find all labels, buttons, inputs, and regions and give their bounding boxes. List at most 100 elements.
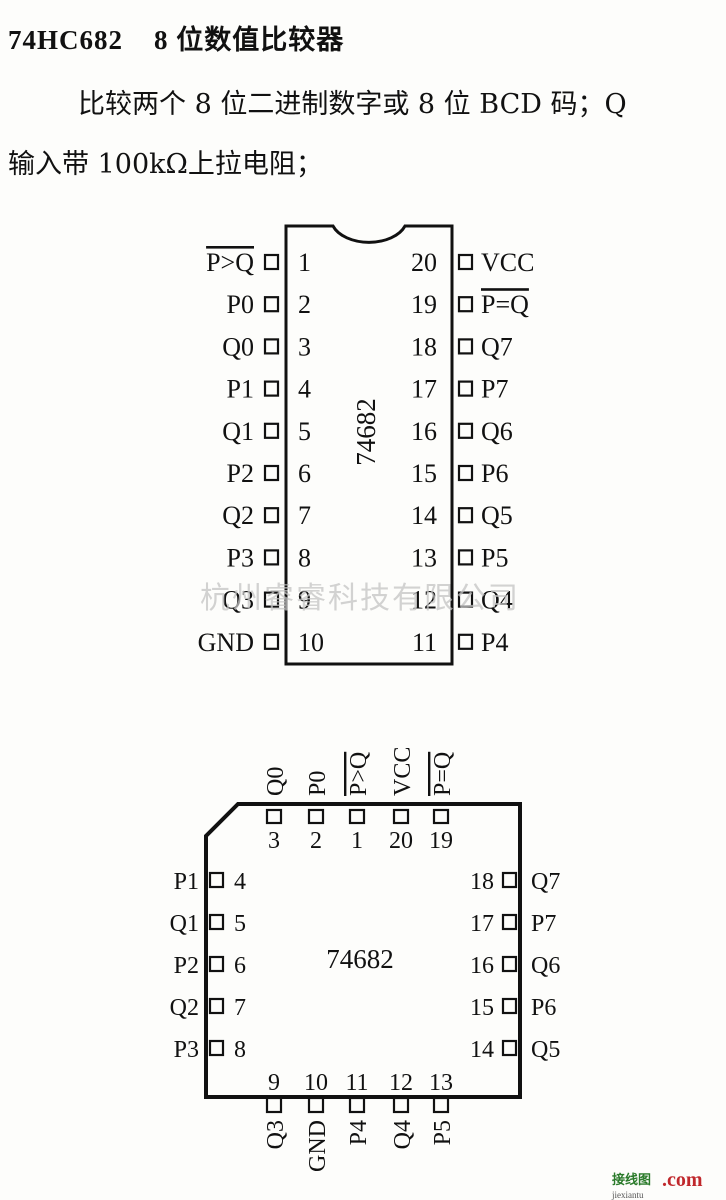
plcc-pin-number: 10 <box>304 1070 328 1096</box>
plcc-pin-label: Q2 <box>170 995 199 1021</box>
plcc-pin-label: P0 <box>305 771 331 796</box>
plcc-pin-label: P=Q <box>430 752 456 796</box>
plcc-pin-number: 11 <box>345 1070 368 1096</box>
plcc-pin-label: VCC <box>390 747 416 796</box>
dip-pin-pad <box>263 591 280 608</box>
plcc-pin-label: Q0 <box>263 767 289 796</box>
dip-pin-number: 6 <box>298 459 311 488</box>
plcc-pin-number: 2 <box>310 828 322 854</box>
dip-pin-number: 8 <box>298 543 311 572</box>
watermark-text: 杭州睿睿科技有限公司 <box>200 582 520 615</box>
dip-pin-label: P7 <box>481 375 508 404</box>
dip-pin-pad <box>263 633 280 650</box>
dip-pin-label: Q5 <box>481 501 513 530</box>
plcc-pin-label: Q5 <box>531 1037 560 1063</box>
dip-pin-pad <box>457 549 474 566</box>
dip-pin-pad <box>457 380 474 397</box>
dip-pin-label: Q4 <box>481 586 513 615</box>
dip-pin-pad <box>457 338 474 355</box>
plcc-pin-pad <box>208 997 225 1015</box>
plcc-pin-label: Q7 <box>531 869 560 895</box>
plcc-pin-number: 12 <box>389 1070 413 1096</box>
plcc-pin-pad <box>307 808 325 825</box>
dip-pin-label: Q1 <box>222 417 254 446</box>
dip-pin-pad <box>263 549 280 566</box>
plcc-pin-label: P4 <box>346 1120 372 1145</box>
plcc-pin-number: 5 <box>234 911 246 937</box>
dip-pin-label: P0 <box>227 290 254 319</box>
logo-url: jiexiantu <box>611 1190 644 1200</box>
dip-pin-pad <box>263 296 280 313</box>
plcc-pin-pad <box>432 1096 450 1114</box>
plcc-pin-label: Q3 <box>263 1120 289 1149</box>
dip-pin-pad <box>457 591 474 608</box>
dip-pin-number: 5 <box>298 417 311 446</box>
dip-part-number: 74682 <box>351 398 381 466</box>
dip-pin-label: Q6 <box>481 417 513 446</box>
plcc-pin-pad <box>501 997 518 1015</box>
dip-pin-pad <box>263 422 280 439</box>
plcc-pin-pad <box>208 913 225 931</box>
plcc-pin-label: P1 <box>174 869 199 895</box>
dip-pin-pad <box>263 464 280 482</box>
logo-text: 接线图 <box>612 1172 651 1187</box>
plcc-pin-pad <box>501 1039 518 1057</box>
dip-pin-pad <box>263 253 280 271</box>
plcc-pin-pad <box>392 808 410 825</box>
plcc-pin-number: 14 <box>470 1037 494 1063</box>
dip-pin-label: P=Q <box>481 290 529 319</box>
plcc-pin-number: 6 <box>234 953 246 979</box>
plcc-pin-pad <box>348 1096 366 1114</box>
plcc-pin-label: P2 <box>174 953 199 979</box>
plcc-pin-number: 15 <box>470 995 494 1021</box>
plcc-pin-label: Q1 <box>170 911 199 937</box>
dip-pin-label: Q2 <box>222 501 254 530</box>
plcc-pin-label: P7 <box>531 911 556 937</box>
dip-pin-label: P5 <box>481 543 508 572</box>
dip-pin-pad <box>457 464 474 482</box>
plcc-pin-number: 7 <box>234 995 246 1021</box>
plcc-pin-label: P>Q <box>346 752 372 796</box>
dip-pin-label: VCC <box>481 248 534 277</box>
dip-pin-number: 10 <box>298 628 324 657</box>
plcc-pin-pad <box>432 808 450 825</box>
plcc-pin-number: 13 <box>429 1070 453 1096</box>
page-title: 74HC682 8 位数值比较器 <box>8 25 345 55</box>
dip-pin-label: P1 <box>227 375 254 404</box>
dip-pin-number: 7 <box>298 501 311 530</box>
plcc-pin-number: 4 <box>234 869 246 895</box>
dip-pin-label: P6 <box>481 459 508 488</box>
dip-pin-number: 4 <box>298 375 311 404</box>
dip-pin-pad <box>457 253 474 271</box>
dip-pin-pad <box>457 633 474 650</box>
plcc-pin-pad <box>307 1096 325 1114</box>
dip-pin-number: 18 <box>411 332 437 361</box>
dip-pin-number: 11 <box>412 628 437 657</box>
plcc-pin-pad <box>208 955 225 973</box>
plcc-pin-pad <box>265 1096 283 1114</box>
dip-pin-number: 2 <box>298 290 311 319</box>
plcc-pin-label: P3 <box>174 1037 199 1063</box>
plcc-pin-label: GND <box>305 1120 331 1172</box>
plcc-pin-pad <box>501 871 518 889</box>
dip-pin-label: P2 <box>227 459 254 488</box>
dip-pin-number: 13 <box>411 543 437 572</box>
dip-pin-label: Q3 <box>222 586 254 615</box>
plcc-pin-number: 18 <box>470 869 494 895</box>
site-logo: 接线图 .com jiexiantu <box>611 1169 703 1200</box>
dip-package: 7 4 6 8 2 <box>284 224 454 666</box>
dip-pin-number: 9 <box>298 586 311 615</box>
dip-pin-number: 15 <box>411 459 437 488</box>
dip-pin-label: P3 <box>227 543 254 572</box>
plcc-pin-number: 20 <box>389 828 413 854</box>
dip-pin-label: Q7 <box>481 332 513 361</box>
plcc-pin-number: 3 <box>268 828 280 854</box>
dip-pin-label: GND <box>198 628 254 657</box>
dip-pin-number: 19 <box>411 290 437 319</box>
dip-pin-number: 12 <box>411 586 437 615</box>
dip-pin-pad <box>263 380 280 397</box>
dip-pin-pad <box>457 422 474 439</box>
dip-body <box>284 224 454 666</box>
